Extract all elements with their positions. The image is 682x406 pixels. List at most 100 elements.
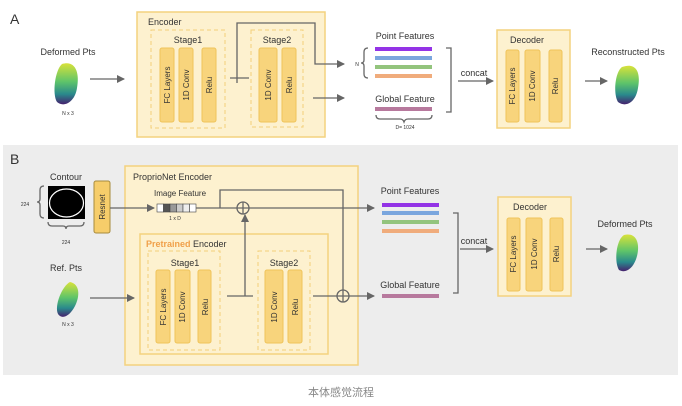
image-feature-branch — [196, 189, 344, 290]
contour-height: 224 — [21, 202, 30, 208]
relu-block — [287, 269, 303, 344]
layer-label: 1D Conv — [264, 69, 273, 100]
stage2-title: Stage2 — [263, 35, 292, 45]
image-feature-dims: 1 x D — [169, 216, 181, 222]
ref-dims: N x 3 — [62, 322, 74, 328]
stage2-title: Stage2 — [270, 258, 299, 268]
feature-bar — [382, 211, 439, 215]
image-feature-label: Image Feature — [154, 189, 207, 198]
layer-label: Relu — [552, 246, 561, 262]
layer-label: FC Layers — [163, 67, 172, 104]
feature-bar — [375, 47, 432, 51]
resnet-block — [93, 180, 111, 234]
feature-bar — [382, 229, 439, 233]
proprionet-title: ProprioNet Encoder — [133, 172, 212, 182]
fc-layers-block — [155, 269, 171, 344]
relu-block — [548, 49, 563, 123]
fc-layers-block — [505, 49, 520, 123]
layer-label: 1D Conv — [178, 291, 187, 322]
conv-block — [178, 47, 194, 123]
add-icon-cross — [337, 290, 349, 302]
brace — [36, 185, 45, 219]
global-feature-label: Global Feature — [375, 94, 435, 104]
relu-block — [549, 217, 564, 292]
layer-label: FC Layers — [159, 289, 168, 326]
stage1-title: Stage1 — [171, 258, 200, 268]
panel-a-label: A — [10, 11, 20, 27]
bracket — [446, 47, 452, 113]
resnet-label: Resnet — [98, 194, 107, 220]
output-label: Reconstructed Pts — [591, 47, 665, 57]
layer-label: 1D Conv — [182, 69, 191, 100]
layer-label: Relu — [201, 299, 210, 315]
brace — [375, 114, 433, 125]
decoder-title: Decoder — [513, 202, 547, 212]
contour-outline — [48, 188, 85, 218]
global-feature-label: Global Feature — [380, 280, 440, 290]
ref-label: Ref. Pts — [50, 263, 83, 273]
stage2-box — [250, 29, 304, 128]
point-cloud-icon — [616, 234, 639, 272]
brace — [47, 221, 85, 230]
point-cloud-icon — [56, 282, 79, 317]
caption: 本体感觉流程 — [308, 385, 374, 399]
point-features-label: Point Features — [381, 186, 440, 196]
contour-width: 224 — [62, 240, 71, 246]
fc-layers-block — [159, 47, 175, 123]
layer-label: Relu — [285, 77, 294, 93]
add-icon-cross — [237, 202, 249, 214]
conv-block — [264, 269, 284, 344]
encoder-title: Encoder — [148, 17, 182, 27]
n-label: N — [355, 62, 359, 68]
point-cloud-icon — [54, 63, 78, 105]
conv-block — [524, 49, 541, 123]
layer-label: Relu — [205, 77, 214, 93]
contour-image — [48, 186, 85, 219]
fc-layers-block — [506, 217, 521, 292]
conv-block — [258, 47, 278, 123]
input-label: Deformed Pts — [40, 47, 96, 57]
layer-label: 1D Conv — [270, 291, 279, 322]
contour-label: Contour — [50, 172, 82, 182]
bracket — [453, 212, 459, 294]
encoder-word: Encoder — [191, 239, 227, 249]
pretrained-encoder-title: Pretrained Encoder — [146, 239, 227, 249]
panel-b-label: B — [10, 151, 19, 167]
concat-label: concat — [461, 236, 488, 246]
feature-bar — [375, 74, 432, 78]
relu-block — [281, 47, 297, 123]
layer-label: 1D Conv — [530, 238, 539, 269]
decoder-title: Decoder — [510, 35, 544, 45]
layer-label: Relu — [551, 78, 560, 94]
panel-b: B Contour 224 224 Resnet ProprioNet Enco… — [3, 145, 678, 375]
pretrained-word: Pretrained — [146, 239, 191, 249]
layer-label: FC Layers — [508, 68, 517, 105]
brace — [360, 47, 369, 79]
layer-label: FC Layers — [509, 236, 518, 273]
conv-block — [525, 217, 543, 292]
stage1-title: Stage1 — [174, 35, 203, 45]
feature-bar — [375, 65, 432, 69]
stage1-box — [150, 29, 226, 129]
global-feature-bar — [375, 107, 432, 111]
layer-label: 1D Conv — [528, 70, 537, 101]
panel-a: A Deformed Pts N x 3 Encoder Stage1 FC L… — [10, 11, 665, 138]
stage2-box — [257, 250, 311, 351]
skip-connection — [230, 22, 344, 83]
relu-block — [197, 269, 212, 344]
relu-block — [201, 47, 217, 123]
feature-bar — [375, 56, 432, 60]
image-feature-vector — [156, 203, 197, 213]
global-feature-bar — [382, 294, 439, 298]
output-label: Deformed Pts — [597, 219, 653, 229]
conv-block — [174, 269, 191, 344]
point-cloud-icon — [615, 65, 639, 105]
point-features-label: Point Features — [376, 31, 435, 41]
layer-label: Relu — [291, 299, 300, 315]
feature-bar — [382, 203, 439, 207]
stage1-box — [147, 250, 221, 351]
input-dims: N x 3 — [62, 111, 74, 117]
dim-label: D= 1024 — [395, 125, 414, 131]
feature-bar — [382, 220, 439, 224]
